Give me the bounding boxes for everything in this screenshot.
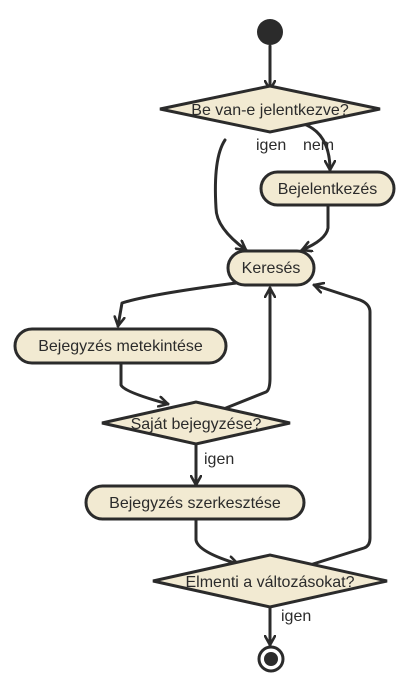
activity-edit-post-label: Bejegyzés szerkesztése bbox=[109, 495, 281, 512]
start-node bbox=[257, 19, 283, 45]
decision-own-post-label: Saját bejegyzése? bbox=[131, 416, 262, 433]
edge-logged-in-no-to-login bbox=[302, 122, 330, 172]
activity-view-post-label: Bejegyzés metekintése bbox=[38, 338, 203, 355]
edge-label-logged-in-yes: igen bbox=[256, 137, 286, 154]
end-node bbox=[257, 645, 285, 673]
activity-login-label: Bejelentkezés bbox=[278, 181, 378, 198]
edge-label-save-yes: igen bbox=[281, 608, 311, 625]
edge-label-own-post-yes: igen bbox=[204, 451, 234, 468]
activity-search bbox=[226, 249, 316, 287]
decision-logged-in-label: Be van-e jelentkezve? bbox=[191, 102, 349, 119]
decision-save-changes-label: Elmenti a változásokat? bbox=[186, 574, 355, 591]
decision-save-changes bbox=[152, 553, 388, 609]
edge-search-to-view bbox=[118, 280, 246, 328]
activity-search-label: Keresés bbox=[242, 260, 301, 277]
decision-logged-in bbox=[159, 84, 381, 134]
activity-edit-post bbox=[84, 484, 306, 521]
edge-edit-to-save bbox=[194, 517, 240, 564]
activity-view-post bbox=[13, 327, 228, 365]
edge-label-logged-in-no: nem bbox=[303, 137, 334, 154]
activity-login bbox=[259, 170, 396, 207]
edge-login-to-search bbox=[300, 203, 330, 250]
edge-logged-in-yes-to-search bbox=[213, 138, 248, 252]
edge-view-to-own-post bbox=[119, 361, 170, 404]
edge-own-post-no-to-search bbox=[224, 286, 270, 410]
edge-save-no-to-search bbox=[311, 285, 372, 566]
decision-own-post bbox=[101, 400, 291, 446]
